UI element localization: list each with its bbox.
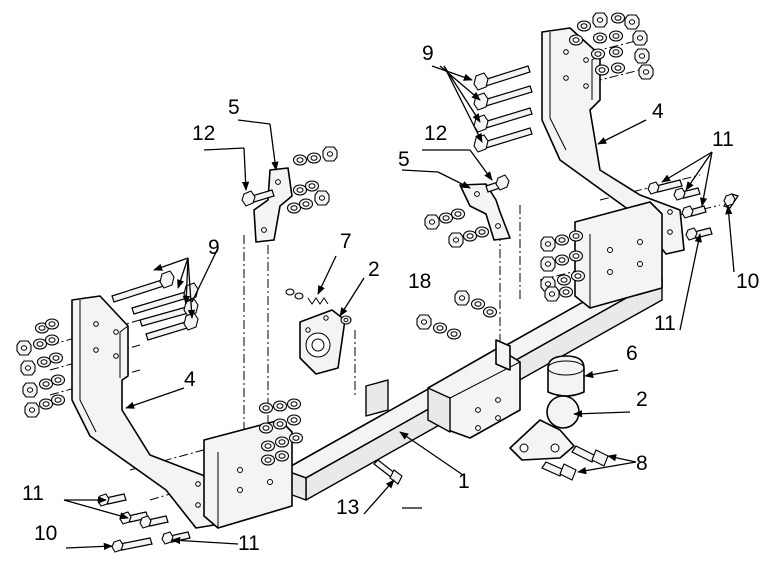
label-5-left: 5 [228,96,240,119]
label-11-right-upper: 11 [712,128,734,151]
label-10-right: 10 [736,270,759,293]
label-5-right: 5 [398,148,410,171]
bolts-9-right [473,65,533,153]
label-2-tow-ball: 2 [636,388,648,411]
leader-lines [63,65,735,550]
label-2-socket-plate: 2 [368,258,380,281]
washer-18 [340,315,352,325]
label-4-right-bracket: 4 [652,100,664,123]
tow-ball-cover-6 [547,355,585,397]
bolt-10-right [723,193,739,209]
label-9-right: 9 [422,42,434,65]
nuts-washers-centre [416,290,498,340]
bolt-10-left [111,537,153,553]
label-18: 18 [408,270,431,293]
nuts-washers-bracket5-right [424,208,490,248]
label-8: 8 [636,452,648,475]
label-9-left: 9 [208,236,220,259]
label-10-left: 10 [34,522,57,545]
label-11-right-lower: 11 [654,312,676,335]
side-bracket-left [71,295,215,529]
bolts-8 [541,445,609,481]
label-7: 7 [340,230,352,253]
label-12-left: 12 [192,122,215,145]
label-6: 6 [626,342,638,365]
label-4-left-bracket: 4 [184,368,196,391]
label-13: 13 [336,496,359,519]
bracket-5-left [253,167,293,243]
label-11-left-lower: 11 [238,532,260,555]
spring-7 [285,288,329,305]
label-1: 1 [458,470,470,493]
nuts-washers-bracket5-left [286,146,338,214]
callout-labels: 1 2 2 4 4 5 5 6 7 8 9 9 10 10 11 11 11 1… [22,42,759,555]
tow-ball-2 [509,395,580,461]
bolt-13 [373,459,403,485]
socket-plate [299,309,346,375]
label-12-right: 12 [424,122,447,145]
bolt-12-right [485,174,510,193]
bolts-11-right [647,179,713,241]
label-11-left-upper: 11 [22,482,44,505]
bolt-12-left [241,189,275,207]
main-crossbar [203,201,663,529]
